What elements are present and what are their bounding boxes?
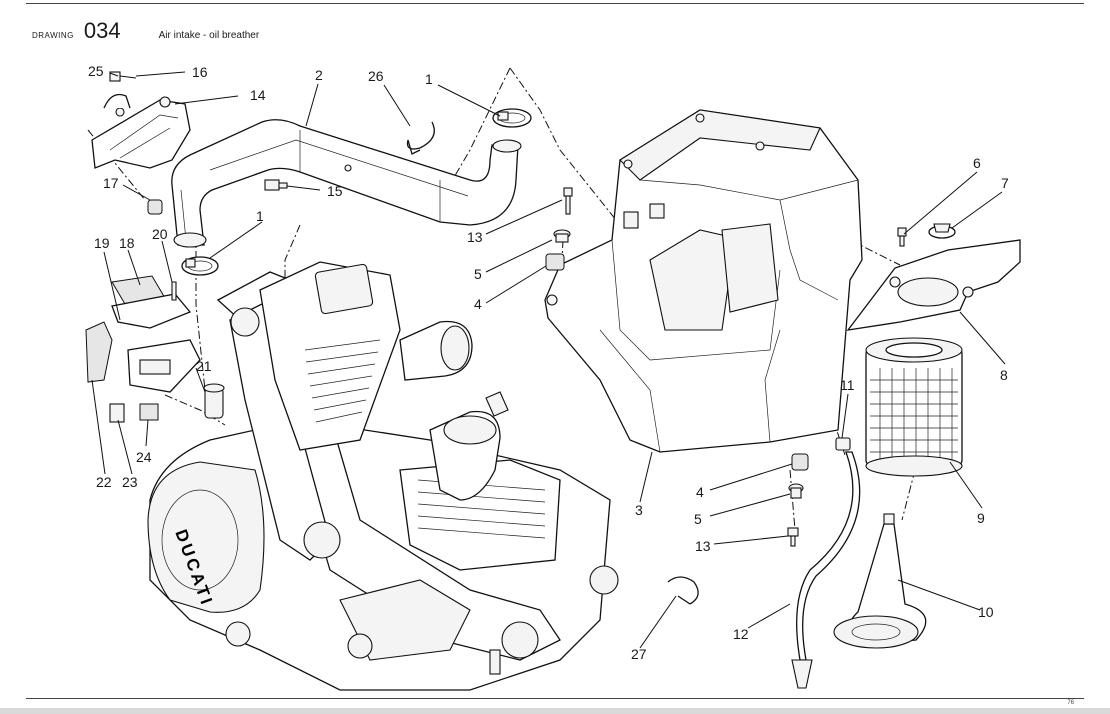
callout-5-left: 5	[474, 266, 482, 282]
screw-6	[897, 227, 907, 247]
nipple-15	[264, 179, 288, 191]
screw-13-right	[787, 527, 799, 547]
connector-block	[127, 339, 201, 393]
callout-5-right: 5	[694, 511, 702, 527]
intake-trumpet	[833, 513, 927, 649]
knob-7	[928, 223, 956, 239]
callout-8: 8	[1000, 367, 1008, 383]
leader-lines	[91, 71, 1006, 649]
callout-4-right: 4	[696, 484, 704, 500]
callout-17: 17	[103, 175, 119, 191]
bracket-19	[111, 293, 192, 329]
drawing-header: DRAWING 034 Air intake - oil breather	[32, 18, 259, 48]
breather-hose	[171, 119, 522, 248]
callout-7: 7	[1001, 175, 1009, 191]
spacer-5-left	[553, 229, 571, 243]
breather-fitting-21	[203, 383, 225, 419]
filter-cover-plate	[846, 239, 1021, 331]
clip-23	[109, 403, 125, 423]
air-filter	[865, 337, 963, 477]
drain-hose	[791, 437, 861, 689]
callout-26: 26	[368, 68, 384, 84]
callout-13-left: 13	[467, 229, 483, 245]
clip-25	[103, 93, 131, 109]
grommet-4-right	[791, 453, 809, 471]
circlip-26	[406, 121, 435, 155]
callout-2: 2	[315, 67, 323, 83]
callout-19: 19	[94, 235, 110, 251]
breather-bracket	[91, 96, 191, 169]
callout-13-right: 13	[695, 538, 711, 554]
callout-4-left: 4	[474, 296, 482, 312]
callout-6: 6	[973, 155, 981, 171]
screw-13-left	[563, 187, 573, 215]
callout-9: 9	[977, 510, 985, 526]
callout-24: 24	[136, 449, 152, 465]
callout-14: 14	[250, 87, 266, 103]
callout-labels: 25 16 14 2 26 1 1 17 15 13 5 4 19 18 20 …	[88, 63, 1009, 662]
screw-20	[171, 281, 177, 301]
callout-1-lower: 1	[256, 208, 264, 224]
engine-block: DUCATI	[147, 261, 619, 691]
callout-20: 20	[152, 226, 168, 242]
sensor-22	[85, 321, 113, 383]
screw-16	[109, 71, 137, 82]
bottom-band	[0, 708, 1110, 714]
callout-21: 21	[196, 358, 212, 374]
hose-clamp-top	[492, 108, 532, 128]
grommet-4-left	[545, 253, 565, 271]
hose-clamp-lower	[181, 256, 219, 276]
callout-23: 23	[122, 474, 138, 490]
callout-15: 15	[327, 183, 343, 199]
top-rule	[26, 3, 1084, 4]
bottom-rule	[26, 698, 1084, 699]
cap-17	[147, 199, 163, 215]
callout-3: 3	[635, 502, 643, 518]
page-mark: 76	[1067, 700, 1074, 706]
airbox	[544, 109, 863, 453]
callout-16: 16	[192, 64, 208, 80]
drawing-title: Air intake - oil breather	[158, 30, 260, 41]
callout-12: 12	[733, 626, 749, 642]
callout-18: 18	[119, 235, 135, 251]
drawing-number: 034	[83, 18, 121, 43]
pad-24	[139, 403, 159, 421]
circlip-27	[667, 576, 699, 605]
callout-11: 11	[840, 377, 855, 393]
callout-1-top: 1	[425, 71, 433, 87]
drawing-label: DRAWING	[32, 31, 74, 40]
spacer-5-right	[788, 483, 804, 499]
callout-27: 27	[631, 646, 647, 662]
callout-22: 22	[96, 474, 112, 490]
callout-10: 10	[978, 604, 994, 620]
callout-25: 25	[88, 63, 104, 79]
